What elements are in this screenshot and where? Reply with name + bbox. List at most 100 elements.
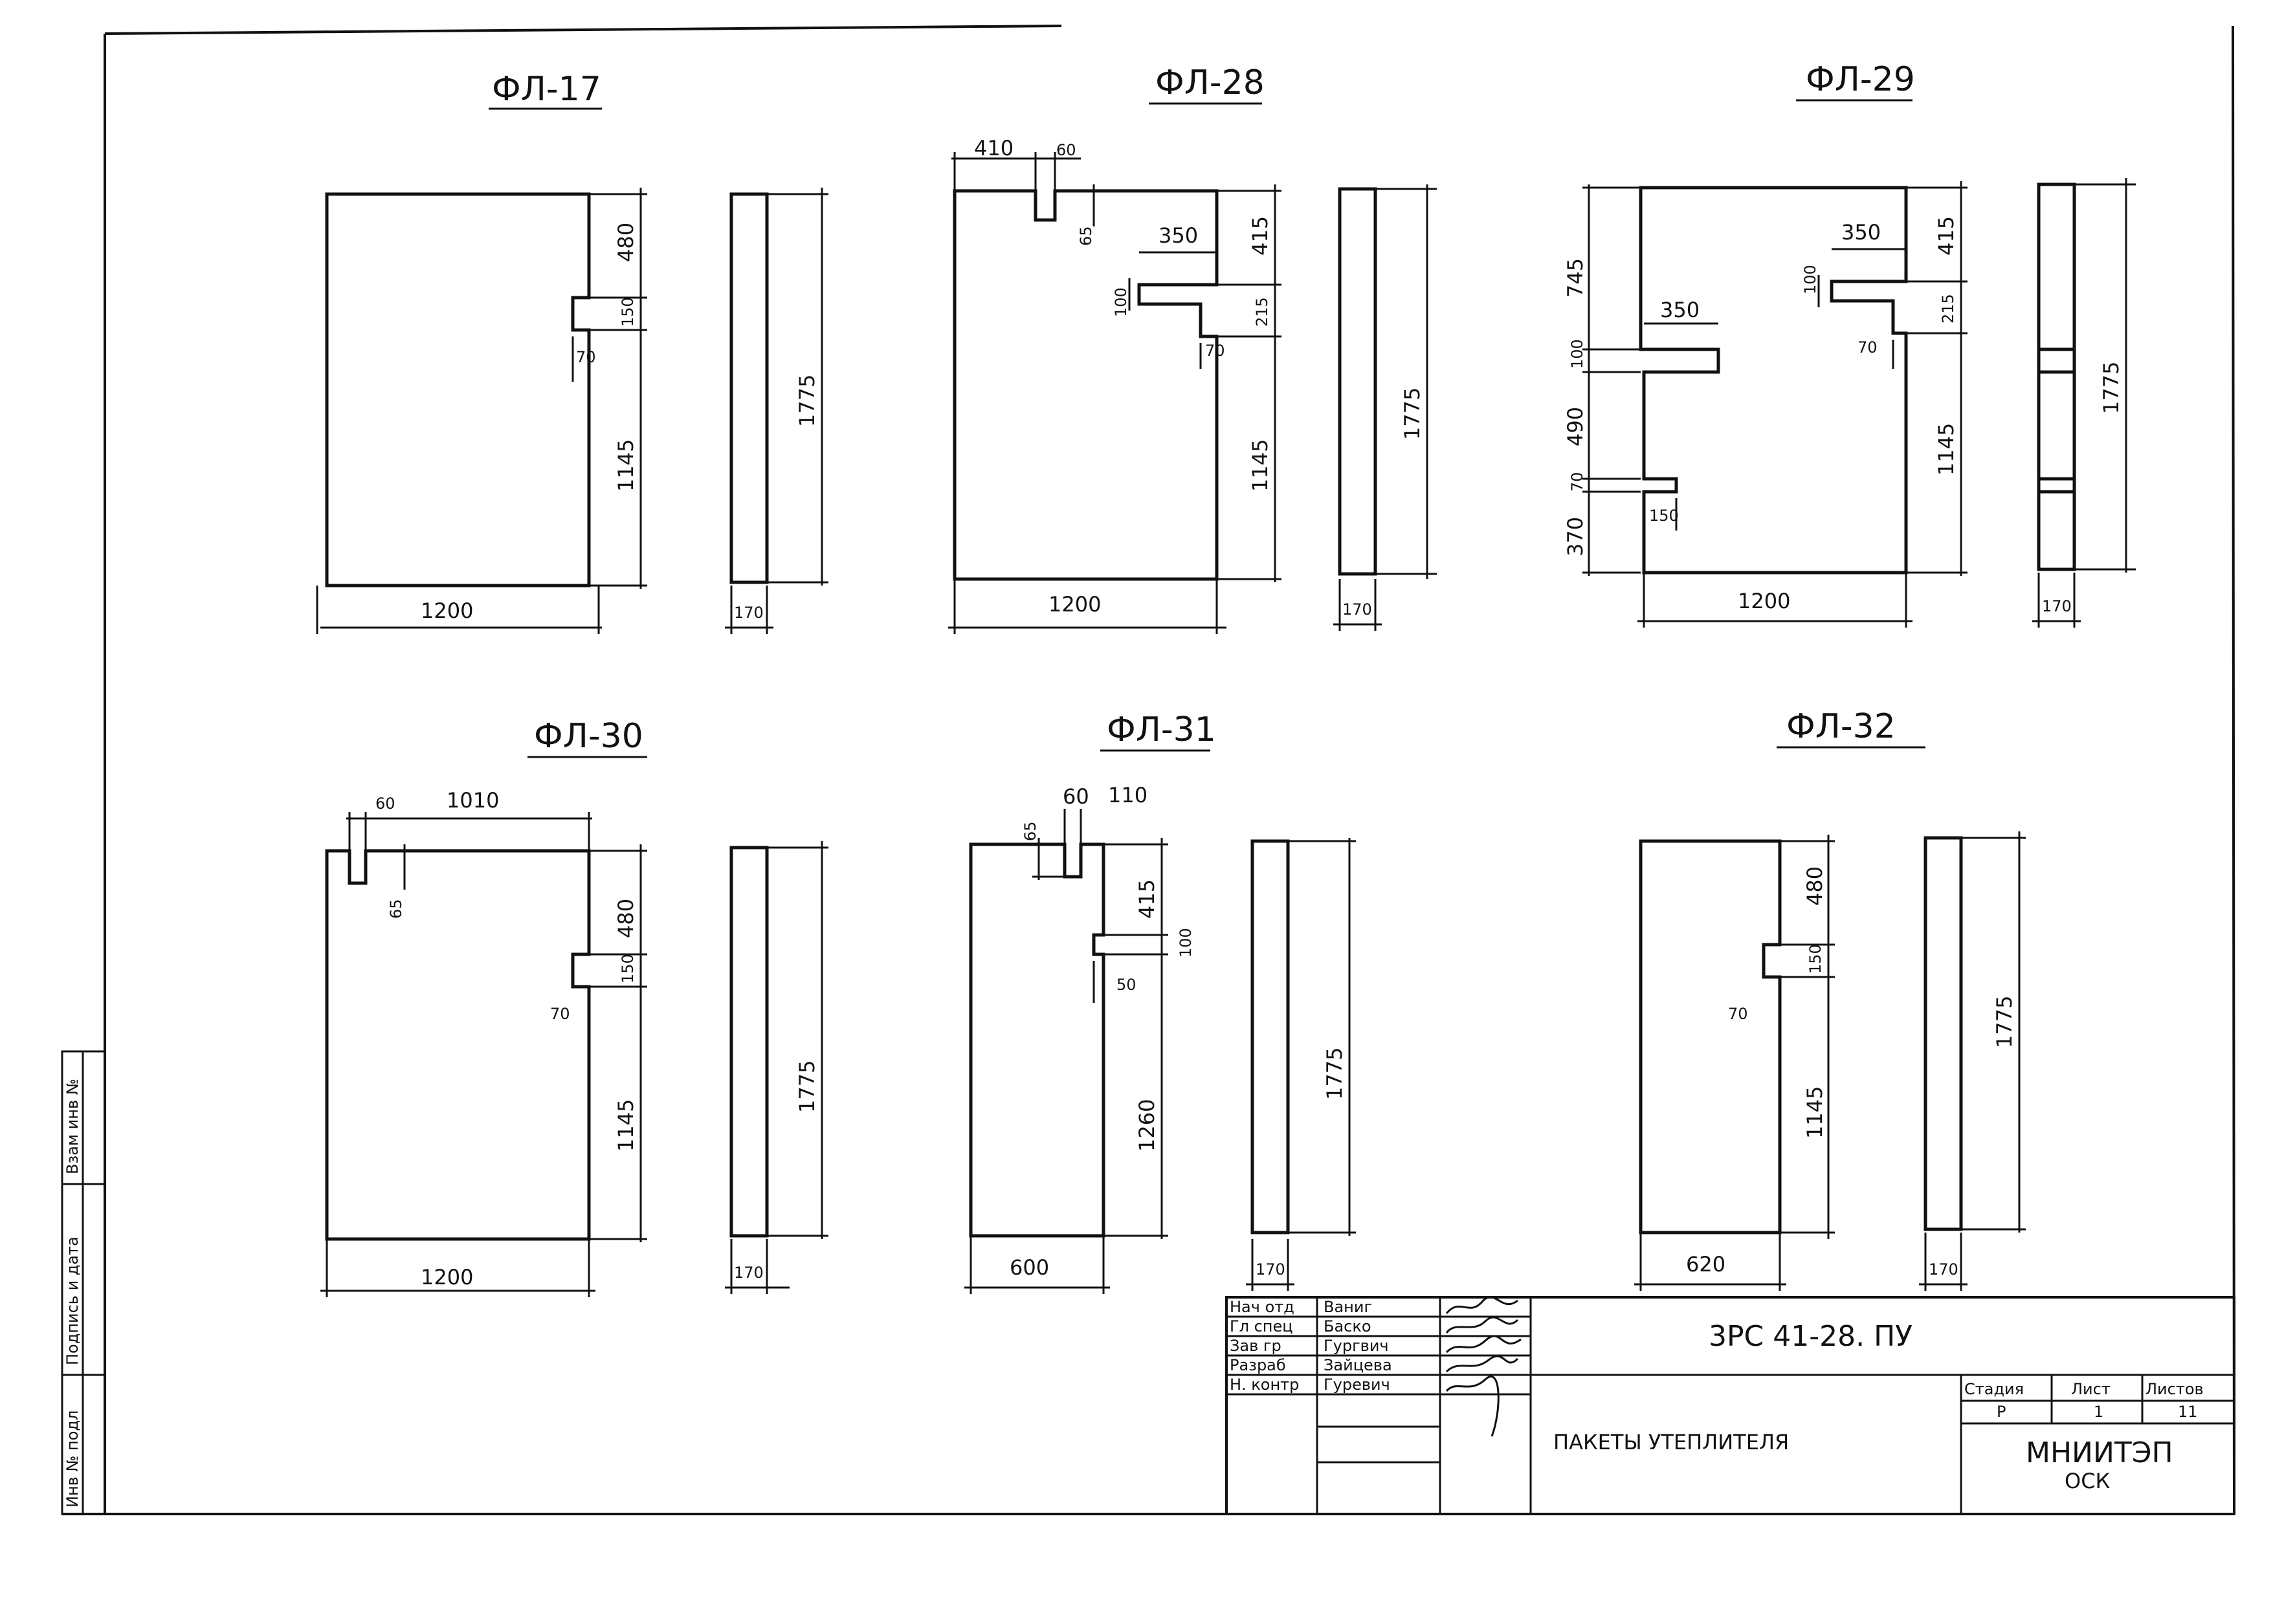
name-0: Ваниг xyxy=(1324,1298,1372,1316)
dim-b: 60 xyxy=(1063,784,1089,809)
panel-side xyxy=(2037,182,2076,571)
dim-top: 480 xyxy=(1802,866,1827,906)
panel-front xyxy=(325,192,591,587)
dim-l150: 150 xyxy=(1649,507,1679,525)
dim-width: 600 xyxy=(1010,1255,1049,1280)
dim-height: 1775 xyxy=(2099,362,2123,414)
panel-fl-32: ФЛ-32 480 150 70 1145 620 170 1775 xyxy=(1634,707,2026,1291)
dim-thickness: 170 xyxy=(734,604,764,622)
dim-a: 410 xyxy=(974,136,1014,160)
panel-side xyxy=(1924,836,1963,1231)
stamp-swap-label: Взам инв № xyxy=(63,1079,82,1174)
dim-thickness: 170 xyxy=(1342,600,1372,619)
dim-notch: 150 xyxy=(1806,944,1824,974)
dim-width: 620 xyxy=(1686,1252,1725,1277)
role-3: Разраб xyxy=(1230,1356,1286,1374)
dim-a: 60 xyxy=(375,795,395,813)
stage-label: Стадия xyxy=(1964,1380,2024,1398)
dim-top: 480 xyxy=(614,899,638,938)
dim-depth: 70 xyxy=(1728,1005,1748,1023)
sheet-label: Лист xyxy=(2071,1380,2111,1398)
panel-title: ФЛ-30 xyxy=(534,717,643,756)
panel-side xyxy=(729,192,769,584)
dim-l370: 370 xyxy=(1563,517,1588,556)
stamp-inv-label: Инв № подл xyxy=(63,1410,82,1508)
dim-bottom: 1145 xyxy=(1248,439,1272,492)
stamp-sign-label: Подпись и дата xyxy=(63,1236,82,1365)
dim-e: 100 xyxy=(1112,287,1130,317)
org-sub: ОСК xyxy=(2065,1469,2111,1493)
sheets-label: Листов xyxy=(2145,1380,2204,1398)
dim-top: 415 xyxy=(1135,879,1159,919)
dim-bottom: 1145 xyxy=(1934,423,1958,476)
role-2: Зав гр xyxy=(1230,1337,1281,1355)
dim-bottom: 1145 xyxy=(614,1099,638,1152)
role-4: Н. контр xyxy=(1230,1376,1299,1394)
dim-a: 65 xyxy=(1021,821,1039,841)
signatures xyxy=(1445,1296,1522,1437)
title-block: Нач отд Гл спец Зав гр Разраб Н. контр В… xyxy=(1225,1296,2235,1515)
sheets-value: 11 xyxy=(2178,1403,2198,1421)
dim-depth: 70 xyxy=(576,348,596,366)
dim-height: 1775 xyxy=(1992,996,2017,1048)
panel-title: ФЛ-28 xyxy=(1155,63,1265,102)
dim-c: 65 xyxy=(387,899,405,919)
doc-title: ПАКЕТЫ УТЕПЛИТЕЛЯ xyxy=(1553,1430,1789,1454)
org-name: МНИИТЭП xyxy=(2026,1436,2173,1469)
panel-front xyxy=(953,189,1219,581)
dim-width: 1200 xyxy=(421,1265,473,1289)
panel-fl-28: ФЛ-28 410 60 65 350 100 70 415 215 1145 … xyxy=(948,63,1437,634)
dim-notch: 150 xyxy=(619,954,637,983)
panel-front xyxy=(1639,186,1908,575)
dim-mid: 215 xyxy=(1253,297,1271,327)
dim-top: 415 xyxy=(1934,216,1958,256)
stage-value: Р xyxy=(1997,1403,2006,1421)
dim-l70: 70 xyxy=(1568,472,1586,492)
dim-thickness: 170 xyxy=(2042,597,2072,615)
dim-height: 1775 xyxy=(795,375,819,427)
panel-side xyxy=(1250,839,1290,1234)
panel-front xyxy=(325,849,591,1241)
dim-thickness: 170 xyxy=(734,1264,764,1282)
dim-bottom: 1145 xyxy=(1802,1086,1827,1139)
dim-b: 60 xyxy=(1056,141,1076,159)
dim-d70: 70 xyxy=(1857,338,1878,357)
dim-thickness: 170 xyxy=(1256,1260,1285,1278)
dim-bottom: 1145 xyxy=(614,439,638,492)
dim-width: 1200 xyxy=(421,598,473,623)
dim-c: 65 xyxy=(1077,226,1095,246)
dim-thickness: 170 xyxy=(1929,1260,1958,1278)
dim-mid: 100 xyxy=(1177,928,1195,958)
name-1: Баско xyxy=(1324,1317,1371,1335)
dim-depth: 50 xyxy=(1116,976,1136,994)
dim-height: 1775 xyxy=(1400,388,1425,440)
role-1: Гл спец xyxy=(1230,1317,1293,1335)
dim-c: 110 xyxy=(1108,783,1148,807)
dim-notch: 150 xyxy=(619,297,637,327)
dim-width: 1200 xyxy=(1738,589,1790,613)
dim-d350a: 350 xyxy=(1660,298,1700,322)
panel-side xyxy=(729,846,769,1238)
panel-fl-29: ФЛ-29 745 100 490 70 370 350 150 350 100… xyxy=(1563,60,2136,628)
dim-f: 70 xyxy=(1205,342,1225,360)
name-4: Гуревич xyxy=(1324,1376,1390,1394)
panel-title: ФЛ-32 xyxy=(1786,707,1896,746)
panel-title: ФЛ-29 xyxy=(1806,60,1915,99)
panel-front xyxy=(969,842,1105,1238)
sheet-value: 1 xyxy=(2094,1403,2103,1421)
dim-height: 1775 xyxy=(795,1060,819,1113)
dim-b: 1010 xyxy=(447,788,499,813)
panel-side xyxy=(1338,187,1377,576)
role-0: Нач отд xyxy=(1230,1298,1294,1316)
panel-title: ФЛ-31 xyxy=(1107,710,1216,749)
dim-l100: 100 xyxy=(1568,339,1586,369)
doc-code: 3РС 41-28. ПУ xyxy=(1709,1320,1913,1353)
dim-l490: 490 xyxy=(1563,407,1588,446)
dim-bottom: 1260 xyxy=(1135,1099,1159,1152)
panel-fl-17: ФЛ-17 1200 480 150 1145 70 170 1775 xyxy=(316,70,828,634)
dim-d100a: 100 xyxy=(1801,265,1819,294)
panel-fl-30: ФЛ-30 60 1010 65 480 150 70 1145 1200 17… xyxy=(320,717,828,1297)
panel-front xyxy=(1639,839,1782,1234)
dim-top: 415 xyxy=(1248,216,1272,256)
